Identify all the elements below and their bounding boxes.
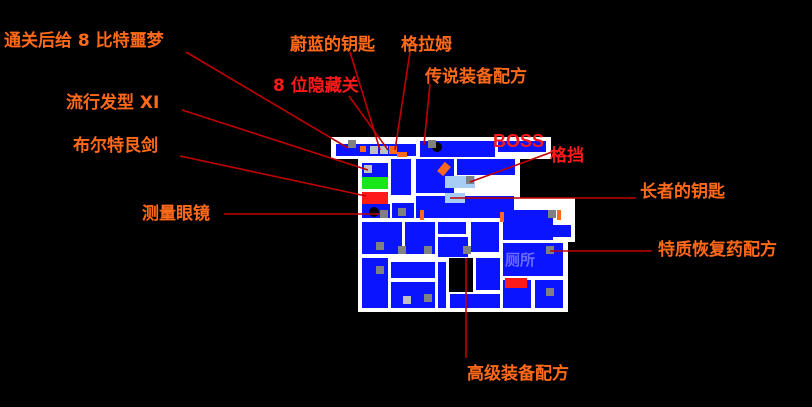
leader-lines (179, 51, 652, 358)
room-center-a (438, 222, 466, 234)
chest-icon (546, 288, 554, 296)
label-gram: 格拉姆 (401, 35, 452, 55)
chest-icon (548, 210, 556, 218)
label-block: 格挡 (550, 146, 584, 166)
label-toilet: 厕所 (505, 251, 536, 269)
map-markers (348, 140, 556, 304)
chest-icon (398, 208, 406, 216)
room-south-b (391, 262, 435, 278)
chest-icon (389, 146, 397, 154)
void-room (449, 258, 473, 292)
chest-icon (466, 176, 474, 184)
room-center-c (471, 222, 499, 252)
chest-icon (398, 246, 406, 254)
label-trait-potion: 特质恢复药配方 (658, 240, 777, 260)
chest-icon (364, 165, 372, 173)
warp-hole-left (369, 207, 379, 217)
chest-icon (376, 266, 384, 274)
room-mid-c (416, 196, 514, 218)
chest-icon (403, 296, 411, 304)
red-room-west (362, 192, 388, 204)
label-advanced-recipe: 高级装备配方 (467, 364, 569, 384)
chest-icon (424, 246, 432, 254)
label-clear-bonus: 通关后给 8 比特噩梦 (4, 31, 164, 51)
label-hidden-gate: 8 位隐藏关 (273, 76, 359, 96)
chest-icon (380, 146, 388, 154)
room-south-f (450, 294, 500, 308)
label-azure-key: 蔚蓝的钥匙 (290, 35, 375, 55)
chest-icon (424, 294, 432, 302)
chest-icon (380, 210, 388, 218)
label-measure-glasses: 测量眼镜 (142, 204, 210, 224)
green-room (362, 177, 388, 189)
room-east-corridor (553, 225, 571, 237)
room-top-right-b (498, 141, 546, 152)
room-south-a (362, 258, 388, 308)
room-south-d (438, 262, 446, 308)
chest-icon (370, 146, 378, 154)
chest-icon (376, 242, 384, 250)
room-mid-b (457, 159, 515, 175)
room-south-e (476, 258, 500, 290)
label-boss: BOSS (493, 131, 545, 151)
red-room-south (505, 278, 527, 288)
room-left-b (391, 159, 411, 195)
chest-icon (348, 140, 356, 148)
map-doors (397, 152, 561, 222)
room-east-a (503, 210, 553, 240)
chest-icon (463, 246, 471, 254)
room-center-b (438, 237, 468, 257)
chest-icon (428, 140, 436, 148)
label-bultrain-sword: 布尔特艮剑 (73, 136, 158, 156)
label-hairstyle: 流行发型 XI (66, 93, 160, 113)
door-icon (360, 146, 366, 152)
label-legendary-recipe: 传说装备配方 (425, 67, 527, 87)
label-elder-key: 长者的钥匙 (640, 182, 725, 202)
chest-icon (546, 246, 554, 254)
